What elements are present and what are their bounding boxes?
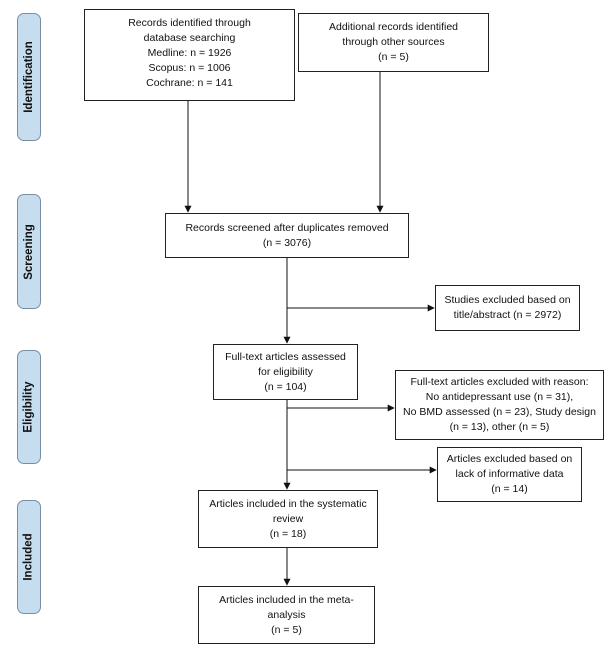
box-line: lack of informative data [455,468,564,480]
box-line: Medline: n = 1926 [147,47,232,59]
stage-identification: Identification [17,13,41,141]
stage-eligibility-label: Eligibility [23,381,35,433]
box-line: (n = 104) [264,380,307,393]
box-line: analysis [267,608,306,621]
box-line: (n = 14) [491,483,528,495]
box-line: Additional records identified [329,21,458,33]
box-line: Cochrane: n = 141 [146,77,233,89]
systematic-review-box: Articles included in the systematic revi… [198,490,378,548]
box-line: Scopus: n = 1006 [148,62,231,74]
other-sources-box: Additional records identified through ot… [298,13,489,72]
box-line: (n = 18) [269,527,307,540]
informative-data-exclusion-box: Articles excluded based on lack of infor… [437,447,582,502]
box-line: (n = 5) [378,51,409,63]
stage-included-label: Included [23,533,35,581]
database-records-box: Records identified through database sear… [84,9,295,101]
stage-screening-label: Screening [23,223,36,280]
box-line: Studies excluded based on [444,294,571,306]
box-line: review [272,512,304,525]
box-line: No BMD assessed (n = 23), Study design [403,406,596,418]
box-line: Full-text articles assessed [225,350,346,363]
stage-included: Included [17,500,41,614]
stage-identification-label: Identification [23,41,35,113]
title-abstract-exclusion-box: Studies excluded based on title/abstract… [435,285,580,331]
box-line: title/abstract (n = 2972) [453,309,562,321]
meta-analysis-box: Articles included in the meta- analysis … [198,586,375,644]
box-line: Records screened after duplicates remove… [185,221,389,234]
box-line: Records identified through [128,17,251,29]
box-line: Full-text articles excluded with reason: [410,376,589,388]
stage-screening: Screening [17,194,41,309]
box-line: Articles included in the systematic [209,497,367,510]
box-line: Articles included in the meta- [219,593,354,606]
fulltext-excluded-box: Full-text articles excluded with reason:… [395,370,604,440]
box-line: (n = 5) [271,623,302,636]
box-line: Articles excluded based on [446,453,573,465]
box-line: (n = 3076) [262,236,312,249]
box-line: (n = 13), other (n = 5) [449,421,550,433]
box-line: database searching [143,32,236,44]
box-line: through other sources [342,36,445,48]
box-line: for eligibility [258,365,313,378]
fulltext-assessed-box: Full-text articles assessed for eligibil… [213,344,358,400]
box-line: No antidepressant use (n = 31), [425,391,574,403]
stage-eligibility: Eligibility [17,350,41,464]
screened-box: Records screened after duplicates remove… [165,213,409,258]
